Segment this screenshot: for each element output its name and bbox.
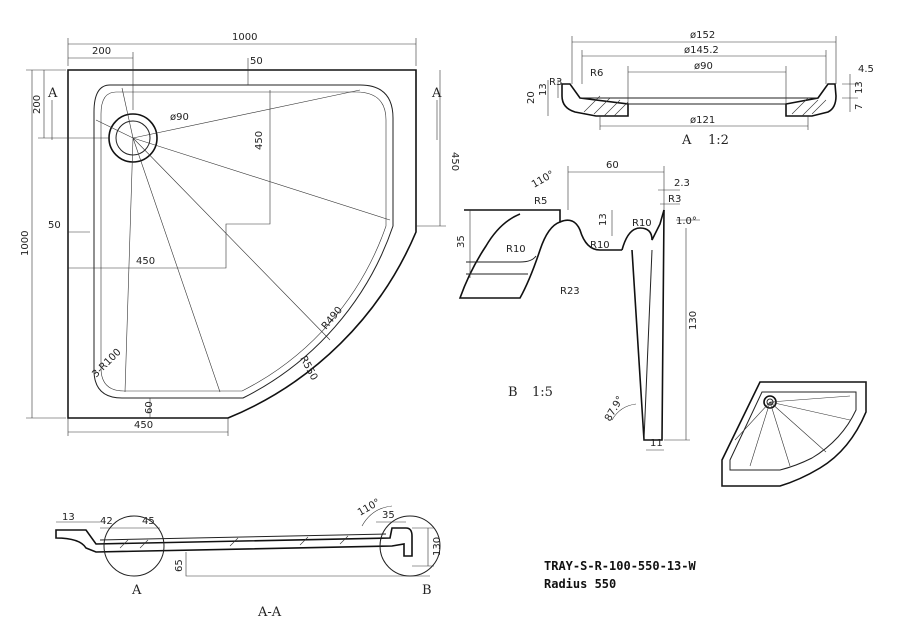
dim-left-200: 200 (32, 95, 43, 114)
dim-h35: 35 (456, 235, 467, 248)
dim-w35: 35 (382, 510, 395, 521)
detail-a: ø152 ø145.2 ø90 ø121 R3 R6 20 13 4.5 13 … (526, 30, 874, 148)
dim-r23: R23 (560, 286, 580, 297)
product-info: TRAY-S-R-100-550-13-W Radius 550 (544, 559, 696, 591)
dim-r10-b: R10 (590, 240, 610, 251)
plan-view: A A 1000 200 50 ø90 450 450 450 200 1000… (20, 32, 460, 436)
dim-w11: 11 (650, 438, 663, 449)
circle-a-label: A (131, 583, 142, 598)
product-code: TRAY-S-R-100-550-13-W (544, 559, 696, 573)
dim-h65: 65 (174, 559, 185, 572)
dim-bottom-60: 60 (144, 401, 155, 414)
dim-a110-aa: 110° (356, 497, 382, 519)
section-mark-a-left: A (47, 86, 58, 101)
dim-width: 1000 (232, 32, 257, 43)
dim-r3: R3 (549, 77, 562, 88)
dim-a10: 1.0° (676, 216, 697, 227)
dim-h130-aa: 130 (432, 537, 443, 556)
dim-r5: R5 (534, 196, 547, 207)
dim-d121: ø121 (690, 115, 715, 126)
dim-a110: 110° (530, 169, 556, 191)
dim-d90: ø90 (694, 61, 713, 72)
detail-a-label: A (681, 133, 692, 148)
dim-h20: 20 (526, 91, 537, 104)
detail-b-label: B (508, 385, 518, 400)
section-circle-b (379, 515, 441, 577)
dim-w45: 45 (142, 516, 155, 527)
dim-h13-left: 13 (538, 83, 549, 96)
section-aa: 13 42 45 65 110° 35 130 A B A-A (55, 497, 443, 620)
dim-r10-a: R10 (506, 244, 526, 255)
dim-r3-b: R3 (668, 194, 681, 205)
dim-t45: 4.5 (858, 64, 874, 75)
dim-height: 1000 (20, 231, 31, 256)
dim-side-50: 50 (48, 220, 61, 231)
circle-b-label: B (422, 583, 432, 598)
dim-center-v: 450 (254, 131, 265, 150)
detail-b: 60 110° R5 R10 R10 R10 R23 13 35 2.3 R3 … (456, 160, 700, 451)
dim-r10-c: R10 (632, 218, 652, 229)
dim-center-h: 450 (136, 256, 155, 267)
dim-h13-right: 13 (854, 81, 865, 94)
product-radius: Radius 550 (544, 577, 616, 591)
dim-drain-dia: ø90 (170, 112, 189, 123)
dim-a879: 87.9° (603, 394, 626, 423)
isometric-view (721, 381, 867, 487)
dim-h130: 130 (688, 311, 699, 330)
dim-right-offset: 450 (449, 152, 460, 171)
detail-b-scale: 1:5 (532, 385, 553, 400)
section-mark-a-right: A (431, 86, 442, 101)
dim-bottom-450: 450 (134, 420, 153, 431)
dim-top-offset: 50 (250, 56, 263, 67)
section-circle-a (103, 515, 165, 577)
dim-corner-r: 3-R100 (90, 347, 123, 380)
dim-h13: 13 (598, 213, 609, 226)
dim-t13: 13 (62, 512, 75, 523)
dim-h7: 7 (854, 104, 865, 110)
dim-w42: 42 (100, 516, 113, 527)
dim-r490: R490 (320, 305, 345, 332)
section-title: A-A (257, 605, 282, 620)
dim-d152: ø152 (690, 30, 715, 41)
dim-r6: R6 (590, 68, 603, 79)
detail-a-scale: 1:2 (708, 133, 729, 148)
dim-w60: 60 (606, 160, 619, 171)
dim-left-offset: 200 (92, 46, 111, 57)
drain-inner (115, 120, 151, 156)
dim-d145: ø145.2 (684, 45, 719, 56)
dim-w23: 2.3 (674, 178, 690, 189)
